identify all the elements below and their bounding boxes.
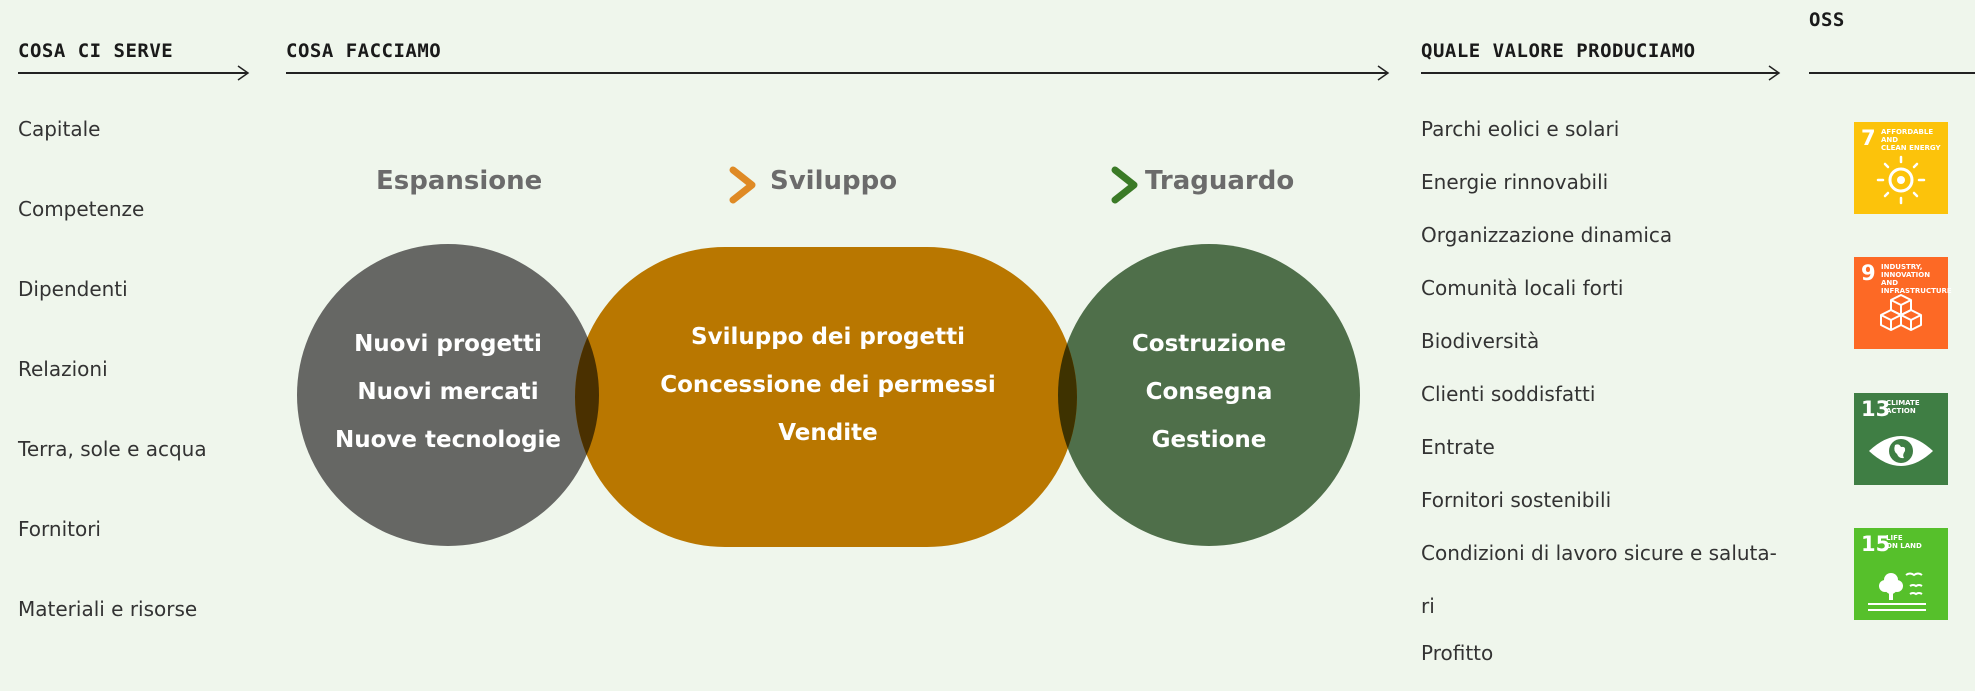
list-item: Dipendenti: [18, 277, 128, 301]
goal-item: Consegna: [1145, 379, 1273, 405]
development-item: Vendite: [778, 420, 878, 446]
list-item: Competenze: [18, 197, 145, 221]
value-arrow-icon: [1768, 65, 1781, 81]
sdg-label: CLEAN ENERGY: [1881, 144, 1941, 152]
list-item: Biodiversità: [1421, 329, 1540, 353]
header-needs: COSA CI SERVE: [18, 40, 174, 62]
list-item: Terra, sole e acqua: [18, 437, 207, 461]
list-item: Clienti soddisfatti: [1421, 382, 1596, 406]
expansion-circle: [297, 244, 599, 546]
development-text: Sviluppo dei progetti Concessione dei pe…: [640, 313, 1016, 457]
header-value: QUALE VALORE PRODUCIAMO: [1421, 40, 1696, 62]
header-sdg: OSS: [1809, 9, 1845, 31]
header-activities: COSA FACCIAMO: [286, 40, 442, 62]
activities-arrow-icon: [1377, 65, 1390, 81]
list-item: Energie rinnovabili: [1421, 170, 1609, 194]
sun-icon: [1876, 155, 1926, 205]
flow-arrow-2-head: [1111, 166, 1138, 204]
sdg-number: 7: [1861, 126, 1876, 150]
eye-globe-icon: [1869, 436, 1933, 466]
list-item: Relazioni: [18, 357, 108, 381]
list-item: Fornitori: [18, 517, 101, 541]
development-item: Concessione dei permessi: [660, 372, 996, 398]
development-item: Sviluppo dei progetti: [691, 324, 965, 350]
list-item-line1: Condizioni di lavoro sicure e saluta-: [1421, 541, 1777, 565]
sdg-number: 13: [1861, 397, 1891, 421]
expansion-text: Nuovi progetti Nuovi mercati Nuove tecno…: [318, 320, 578, 464]
goal-text: Costruzione Consegna Gestione: [1080, 320, 1338, 464]
list-item-line2: ri: [1421, 594, 1435, 618]
sdg-label: CLIMATE: [1886, 399, 1920, 407]
activities-underline: [286, 72, 1388, 74]
tree-icon: [1868, 572, 1926, 611]
sdg-label: AFFORDABLE AND: [1881, 128, 1934, 144]
sdg-underline: [1809, 72, 1975, 74]
goal-item: Gestione: [1151, 427, 1267, 453]
goal-circle: [1058, 244, 1360, 546]
list-item: Entrate: [1421, 435, 1495, 459]
sdg-label: AND INFRASTRUCTURE: [1881, 279, 1952, 295]
expansion-item: Nuovi mercati: [357, 379, 539, 405]
list-item: Fornitori sostenibili: [1421, 488, 1612, 512]
needs-arrow-icon: [237, 65, 250, 81]
value-underline: [1421, 72, 1779, 74]
expansion-item: Nuove tecnologie: [334, 427, 562, 453]
list-item: Organizzazione dinamica: [1421, 223, 1673, 247]
list-item: Comunità locali forti: [1421, 276, 1624, 300]
stage-expansion: Espansione: [376, 166, 543, 196]
sdg-label: ACTION: [1886, 407, 1916, 415]
development-pill: [575, 247, 1077, 547]
list-item: Parchi eolici e solari: [1421, 117, 1620, 141]
value-list: Parchi eolici e solari Energie rinnovabi…: [1421, 114, 1801, 691]
list-item: Condizioni di lavoro sicure e saluta- ri: [1421, 538, 1801, 621]
flow-arrow-1-head: [729, 166, 756, 204]
cubes-icon: [1880, 294, 1922, 331]
goal-item: Costruzione: [1131, 331, 1287, 357]
sdg-number: 9: [1861, 261, 1876, 285]
needs-list: Capitale Competenze Dipendenti Relazioni…: [18, 114, 207, 674]
list-item: Profitto: [1421, 641, 1494, 665]
sdg-label: LIFE: [1886, 534, 1903, 542]
flow-diagram: [297, 166, 1360, 547]
stage-development: Sviluppo: [770, 166, 898, 196]
list-item: Capitale: [18, 117, 101, 141]
stage-goal: Traguardo: [1145, 166, 1295, 196]
sdg-number: 15: [1861, 532, 1891, 556]
sdg-label: INDUSTRY, INNOVATION: [1881, 263, 1931, 279]
list-item: Materiali e risorse: [18, 597, 198, 621]
sdg-label: ON LAND: [1886, 542, 1922, 550]
expansion-item: Nuovi progetti: [354, 331, 542, 357]
needs-underline: [18, 72, 248, 74]
